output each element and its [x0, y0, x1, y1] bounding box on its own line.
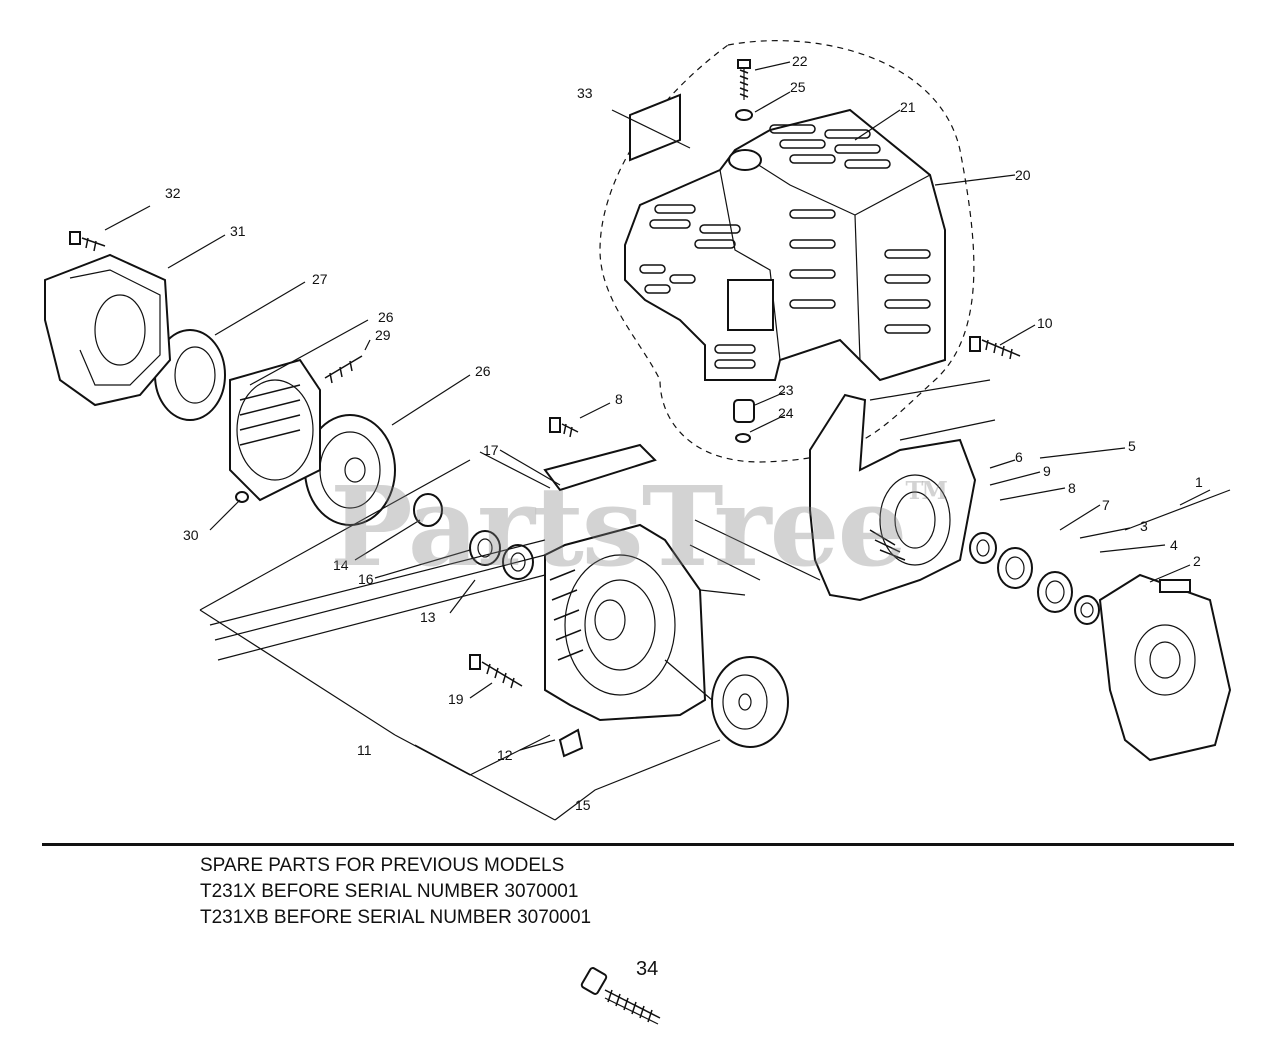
crankcase-body — [809, 393, 977, 602]
partstree-watermark: PartsTreeTM — [330, 462, 948, 591]
clutch-26 — [229, 358, 321, 502]
callout-14: 14 — [333, 557, 349, 573]
callout-26-drum: 26 — [475, 363, 491, 379]
previous-models-note: SPARE PARTS FOR PREVIOUS MODELS T231X BE… — [200, 853, 591, 931]
engine-cover — [624, 108, 946, 382]
right-bearings — [969, 532, 1100, 625]
cover-bolt-hole — [728, 149, 762, 171]
callout-4: 4 — [1170, 537, 1178, 553]
grommet-23 — [733, 399, 755, 423]
cover-screw-22 — [737, 59, 751, 100]
callout-30: 30 — [183, 527, 199, 543]
decal-33 — [629, 93, 681, 162]
callout-15: 15 — [575, 797, 591, 813]
callout-11: 11 — [357, 742, 372, 758]
callout-23: 23 — [778, 382, 794, 398]
screw-32 — [69, 231, 106, 252]
crankcase-half — [809, 393, 977, 602]
nut-30 — [235, 491, 249, 503]
callout-33: 33 — [577, 85, 593, 101]
note-line-1: SPARE PARTS FOR PREVIOUS MODELS — [200, 855, 565, 876]
engine-cover-group — [599, 40, 975, 463]
callout-10: 10 — [1037, 315, 1053, 331]
callout-26-top: 26 — [378, 309, 394, 325]
washer-25 — [735, 109, 753, 121]
pulley-15 — [664, 656, 789, 748]
decal-12 — [558, 728, 584, 758]
callout-19: 19 — [448, 691, 464, 707]
callout-21: 21 — [900, 99, 916, 115]
callout-32: 32 — [165, 185, 181, 201]
cover-assembly-boundary — [599, 40, 975, 463]
crankcase-end — [1098, 573, 1232, 762]
cover-edge-right — [854, 214, 861, 361]
clutch-housing-31 — [44, 253, 172, 407]
clutch-drum-28 — [304, 414, 396, 526]
washer-24 — [735, 433, 751, 443]
leader-lines — [104, 61, 1231, 821]
spare-screw-34 — [580, 967, 661, 1025]
callout-29: 29 — [375, 327, 391, 343]
section-divider — [42, 843, 1234, 846]
cover-window — [727, 279, 774, 331]
screw-8 — [549, 417, 579, 438]
note-line-2: T231X BEFORE SERIAL NUMBER 3070001 — [200, 881, 579, 902]
bolt-29 — [324, 355, 363, 384]
callout-17: 17 — [483, 442, 499, 458]
callout-13: 13 — [420, 609, 436, 625]
callout-9: 9 — [1043, 463, 1051, 479]
screw-10 — [969, 336, 1021, 360]
callout-22: 22 — [792, 53, 808, 69]
callout-12: 12 — [497, 747, 513, 763]
callout-1: 1 — [1195, 474, 1203, 490]
callout-8-left: 8 — [615, 391, 623, 407]
callout-6: 6 — [1015, 449, 1023, 465]
callout-34: 34 — [636, 958, 659, 980]
cover-ridge — [734, 149, 931, 216]
callout-numbers: 1 2 3 4 5 6 7 8 8 9 10 11 12 13 14 15 16… — [165, 53, 1203, 813]
callout-5: 5 — [1128, 438, 1136, 454]
callout-8-right: 8 — [1068, 480, 1076, 496]
starter-handle-bracket — [543, 443, 657, 492]
callout-25: 25 — [790, 79, 806, 95]
cover-edge — [719, 169, 781, 361]
callout-7: 7 — [1102, 497, 1110, 513]
callout-24: 24 — [778, 405, 794, 421]
note-line-3: T231XB BEFORE SERIAL NUMBER 3070001 — [200, 907, 592, 928]
callout-31: 31 — [230, 223, 246, 239]
callout-16: 16 — [358, 571, 374, 587]
cover-vent-slots — [639, 124, 931, 369]
callout-27: 27 — [312, 271, 328, 287]
callout-20: 20 — [1015, 167, 1031, 183]
callout-2: 2 — [1193, 553, 1201, 569]
starter-housing — [543, 443, 707, 722]
callout-3: 3 — [1140, 518, 1148, 534]
screw-19 — [469, 654, 523, 689]
